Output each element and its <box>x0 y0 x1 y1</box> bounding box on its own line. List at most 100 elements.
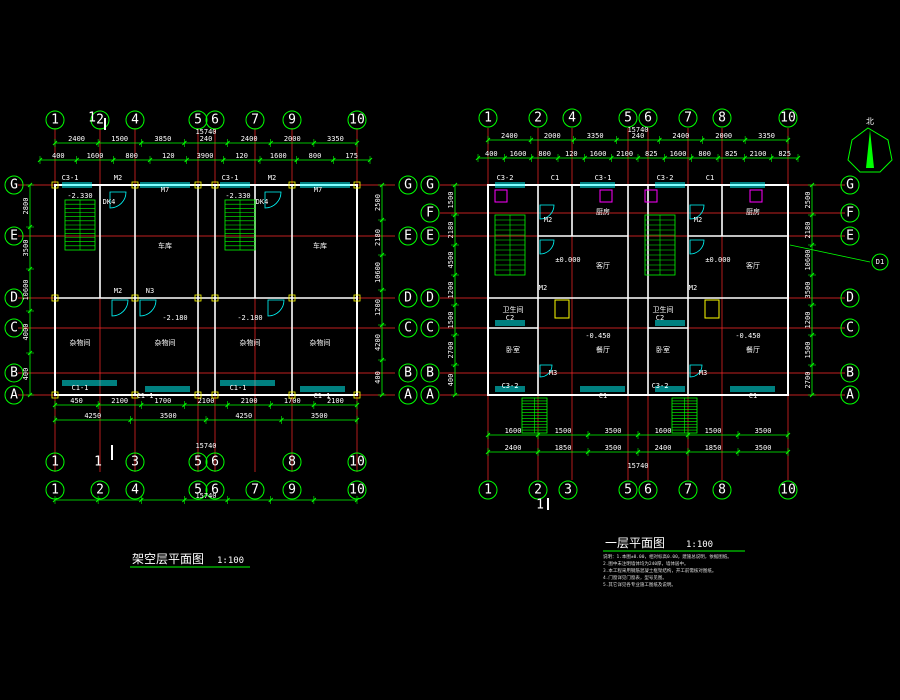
left-top-dim2-label: 1600 <box>270 152 287 160</box>
left-row-bubble-left: E <box>10 229 18 244</box>
right-right-dim-label: 2500 <box>804 192 812 209</box>
right-door-m2c <box>539 239 555 255</box>
left-row-bubble-left: A <box>10 388 18 403</box>
left-row-bubble-left-circle <box>4 226 24 246</box>
left-top-dim2-label: 800 <box>309 152 322 160</box>
right-row-bubble-right-circle <box>840 318 860 338</box>
left-tag: DK4 <box>256 198 269 206</box>
right-bottom-dim1-label: 1600 <box>505 427 522 435</box>
left-bottom-axis-bubble-circle <box>205 452 225 472</box>
left-bottom2-axis-bubble: 5 <box>194 483 202 498</box>
left-top-axis-bubble: 10 <box>349 113 365 128</box>
right-note-line: 3.本工程采用钢筋混凝土框架结构，开工前需核对图纸。 <box>603 567 716 574</box>
right-bottom-dim1-label: 3500 <box>605 427 622 435</box>
right-top-dim2-label: 825 <box>645 150 658 158</box>
right-tag: C1 <box>551 174 559 182</box>
right-bottom-dim2-label: 3500 <box>605 444 622 452</box>
right-bottom-axis-bubble-circle <box>618 480 638 500</box>
right-top-axis-bubble-circle <box>778 108 798 128</box>
right-top-dim2-label: 1600 <box>590 150 607 158</box>
left-tag: M7 <box>161 186 169 194</box>
right-left-dim-label: 4500 <box>447 252 455 269</box>
right-tag: C3-2 <box>652 382 669 390</box>
left-bottom2-axis-bubble-circle <box>188 480 208 500</box>
left-top-axis-bubble-circle <box>347 110 367 130</box>
left-column <box>211 391 219 399</box>
right-right-dim-label: 2700 <box>804 372 812 389</box>
left-right-dim-label: 2500 <box>374 194 382 211</box>
right-door-m3 <box>539 364 553 378</box>
right-bottom-axis-bubble: 3 <box>564 483 572 498</box>
right-row-bubble-right: D <box>846 291 854 306</box>
right-door-m2 <box>539 204 555 220</box>
left-top-dim2-label: 120 <box>235 152 248 160</box>
left-column <box>131 294 139 302</box>
left-bottom2-axis-bubble-circle <box>282 480 302 500</box>
right-tag: C3-2 <box>657 174 674 182</box>
left-top-dim2-label: 1600 <box>87 152 104 160</box>
left-bottom-axis-bubble-circle <box>125 452 145 472</box>
left-row-bubble-left-circle <box>4 288 24 308</box>
right-callout-circle <box>871 253 889 271</box>
left-bottom-axis-bubble: 6 <box>211 455 219 470</box>
left-bottom-axis-bubble: 5 <box>194 455 202 470</box>
right-top-axis-bubble-circle <box>638 108 658 128</box>
left-top-dim2-label: 120 <box>162 152 175 160</box>
left-column <box>194 294 202 302</box>
left-top-axis-bubble-circle <box>245 110 265 130</box>
left-top-axis-bubble-circle <box>45 110 65 130</box>
left-right-dim-label: 10600 <box>374 262 382 283</box>
right-room-label: 卧室 <box>656 345 670 354</box>
right-bottom-axis-bubble: 2 <box>534 483 542 498</box>
left-tag: N3 <box>146 287 154 295</box>
right-top-axis-bubble-circle <box>712 108 732 128</box>
left-row-bubble-left-circle <box>4 363 24 383</box>
right-top-axis-bubble: 5 <box>624 111 632 126</box>
right-room-label: 客厅 <box>746 261 760 270</box>
left-row-bubble-left: B <box>10 366 18 381</box>
left-top-axis-bubble: 7 <box>251 113 259 128</box>
left-top-dim1-label: 2000 <box>284 135 301 143</box>
right-row-bubble-left-circle <box>420 203 440 223</box>
left-bottom-axis-bubble-circle <box>188 452 208 472</box>
right-left-dim-label: 2180 <box>447 222 455 239</box>
left-column <box>211 294 219 302</box>
left-tag: M2 <box>114 287 122 295</box>
right-top-dim2-label: 825 <box>725 150 738 158</box>
left-bottom2-axis-bubble: 9 <box>288 483 296 498</box>
right-section-label: 1 <box>536 498 544 513</box>
right-top-dim2-label: 2100 <box>616 150 633 158</box>
left-bottom2-axis-bubble: 2 <box>96 483 104 498</box>
right-door-m2d <box>689 239 705 255</box>
right-left-dim-label: 400 <box>447 374 455 387</box>
right-callout-leader <box>789 244 871 263</box>
left-column <box>211 181 219 189</box>
right-top-dim2-label: 1600 <box>510 150 527 158</box>
right-row-bubble-right: B <box>846 366 854 381</box>
left-column <box>51 294 59 302</box>
right-tag: C1 <box>599 392 607 400</box>
right-row-bubble-left-circle <box>420 318 440 338</box>
right-yellow-post-2 <box>704 299 720 319</box>
left-bottom2-axis-bubble: 10 <box>349 483 365 498</box>
left-row-bubble-right: E <box>404 229 412 244</box>
north-arrow-label: 北 <box>866 117 874 126</box>
right-row-bubble-right-circle <box>840 226 860 246</box>
left-bottom-axis-bubble: 1 <box>51 455 59 470</box>
left-bottom-dim2-label: 3500 <box>160 412 177 420</box>
right-left-dim-label: 2700 <box>447 342 455 359</box>
right-row-bubble-left-circle <box>420 175 440 195</box>
left-row-bubble-right: D <box>404 291 412 306</box>
left-bottom-axis-bubble: 10 <box>349 455 365 470</box>
left-room-label: 杂物间 <box>240 338 261 347</box>
right-room-label: 卫生间 <box>503 305 524 314</box>
right-elevation-label: -0.450 <box>585 332 610 340</box>
right-row-bubble-left: A <box>426 388 434 403</box>
left-bottom-dim2-label: 3500 <box>311 412 328 420</box>
left-column <box>353 294 361 302</box>
right-top-axis-bubble-circle <box>528 108 548 128</box>
left-bottom-axis-bubble: 3 <box>131 455 139 470</box>
left-right-dim-label: 1200 <box>374 299 382 316</box>
right-bottom-axis-bubble-circle <box>558 480 578 500</box>
right-row-bubble-right: A <box>846 388 854 403</box>
